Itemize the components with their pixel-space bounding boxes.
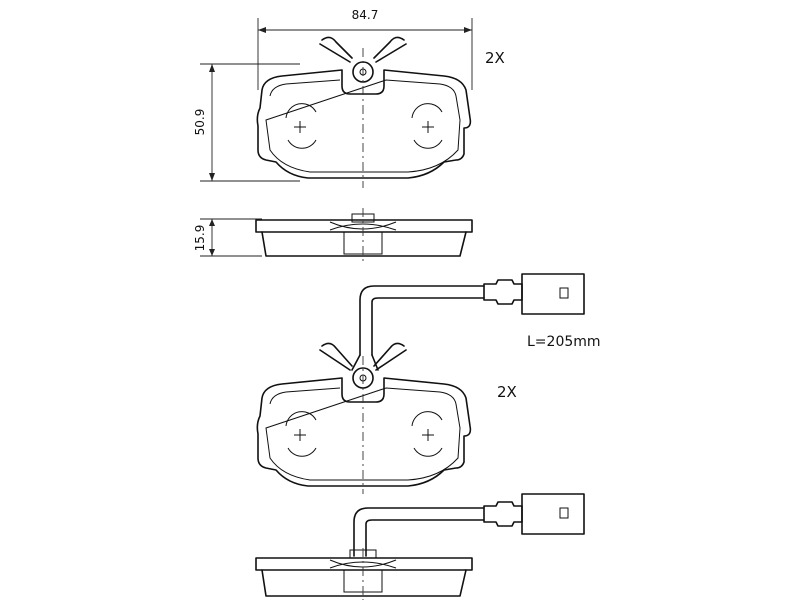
quantity-bottom: 2X (497, 383, 517, 401)
sensor-length-label: L=205mm (527, 334, 601, 350)
bottom-pad-side-view (255, 548, 473, 600)
bottom-sensor-connector-window (559, 507, 569, 519)
width-dimension: 84.7 (257, 8, 473, 90)
width-dimension-label: 84.7 (352, 8, 379, 22)
top-side-spring (329, 221, 397, 231)
thickness-dimension: 15.9 (193, 218, 262, 257)
bottom-side-friction-block (261, 569, 467, 597)
bottom-side-backing-plate (255, 557, 473, 571)
top-wear-sensor: L=205mm (359, 273, 601, 356)
top-sensor-boot (483, 279, 523, 305)
bottom-pad-clip-spring (319, 342, 407, 371)
bottom-wear-sensor (353, 493, 585, 557)
top-pad-friction-outline (265, 79, 461, 173)
top-side-friction-block (261, 231, 467, 257)
top-pad-backing-plate (256, 69, 472, 179)
top-sensor-cable-inner (371, 297, 485, 356)
bottom-pad-backing-plate (256, 377, 472, 487)
bottom-pad-sensor-entry (351, 354, 379, 371)
top-pad-right-locator (411, 103, 443, 149)
top-sensor-connector-window (559, 287, 569, 299)
top-pad-left-locator (285, 103, 317, 149)
bottom-pad-front-view: 2X (256, 342, 517, 494)
bottom-sensor-connector (521, 493, 585, 535)
top-pad-front-view: 84.7 50.9 2X (193, 8, 505, 188)
bottom-side-spring (329, 559, 397, 569)
bottom-pad-right-locator (411, 411, 443, 457)
top-sensor-connector (521, 273, 585, 315)
bottom-sensor-cable-inner (365, 519, 485, 557)
quantity-top: 2X (485, 49, 505, 67)
bottom-pad-friction-outline (265, 387, 461, 481)
bottom-sensor-cable-outer (353, 507, 485, 557)
height-dimension-label: 50.9 (193, 109, 207, 136)
thickness-dimension-label: 15.9 (193, 225, 207, 252)
bottom-sensor-boot (483, 501, 523, 527)
height-dimension: 50.9 (193, 63, 300, 182)
top-pad-side-view: 15.9 (193, 208, 473, 262)
top-sensor-cable-outer (359, 285, 485, 356)
bottom-pad-left-locator (285, 411, 317, 457)
top-pad-clip-spring (319, 36, 407, 63)
